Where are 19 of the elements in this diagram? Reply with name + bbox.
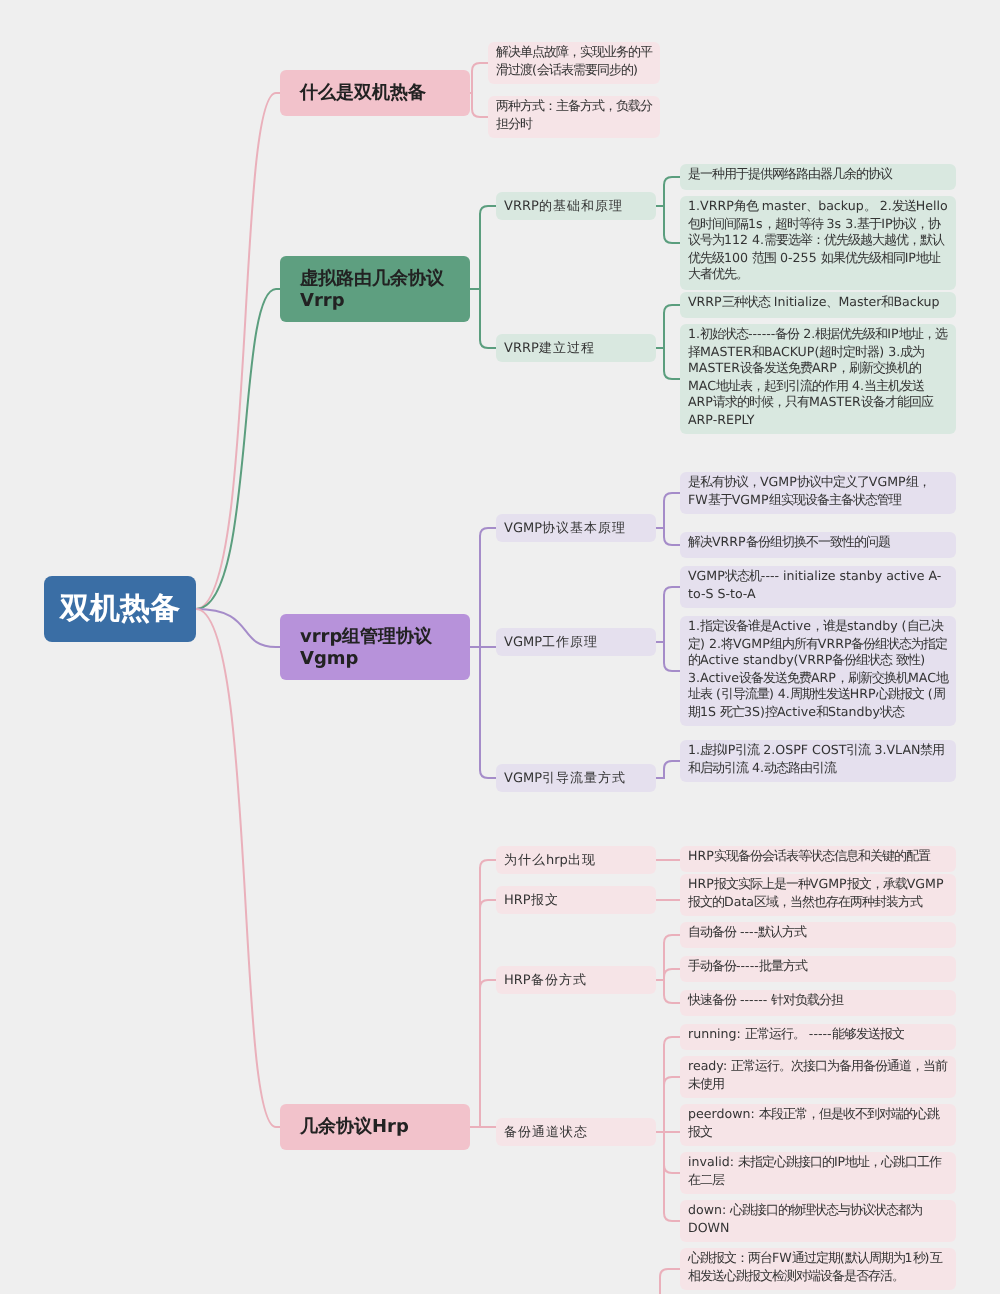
branch-line: [195, 288, 281, 610]
branch-line: [659, 1268, 681, 1294]
branch-line: [469, 288, 497, 349]
branch-line: [655, 859, 681, 861]
main-topic-box: vrrp组管理协议Vgmp: [280, 614, 470, 680]
branch-line: [469, 62, 489, 94]
branch-line: [655, 899, 681, 901]
branch-line: [469, 92, 489, 118]
branch-line: [469, 1126, 497, 1128]
main-topic-box: 什么是双机热备: [280, 70, 470, 116]
branch-line: [195, 608, 281, 648]
branch-line: [195, 92, 281, 610]
central-topic-box: 双机热备: [44, 576, 196, 642]
main-topic-box: 虚拟路由几余协议Vrrp: [280, 256, 470, 322]
branch-line: [655, 347, 681, 380]
branch-line: [655, 760, 681, 779]
branch-line: [469, 646, 497, 779]
main-topic-box: 几余协议Hrp: [280, 1104, 470, 1150]
branch-line: [195, 608, 281, 1128]
